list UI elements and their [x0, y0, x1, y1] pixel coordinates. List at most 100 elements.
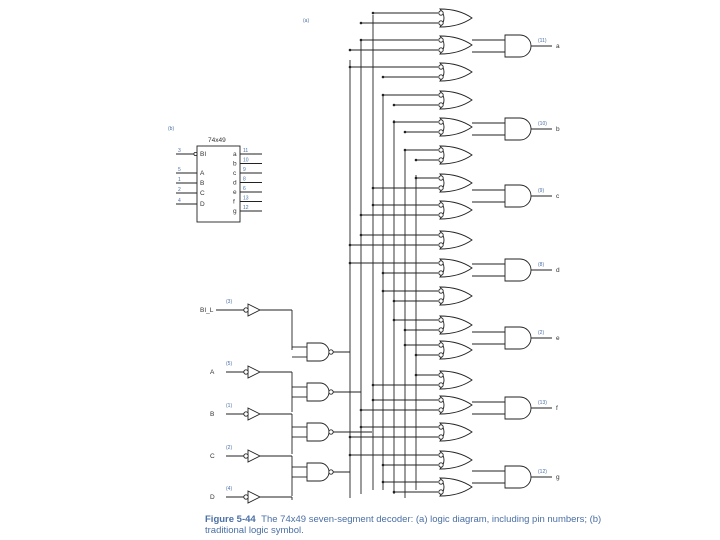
symbol-input-pin-name: BI — [200, 151, 206, 158]
junction-dot — [403, 148, 407, 152]
or-gate — [438, 117, 473, 137]
output-and-gate — [504, 34, 532, 58]
junction-dot — [348, 243, 352, 247]
inversion-bubble — [438, 92, 444, 98]
inversion-bubble — [438, 288, 444, 294]
symbol-input-pin-number: 4 — [178, 198, 181, 204]
inversion-bubble — [243, 411, 249, 417]
input-pin-number: (3) — [226, 299, 232, 305]
symbol-output-pin-number: 12 — [243, 205, 249, 211]
junction-dot — [414, 373, 418, 377]
inversion-bubble — [438, 242, 444, 248]
or-gate — [438, 315, 473, 335]
inversion-bubble — [438, 10, 444, 16]
part-a-label: (a) — [303, 18, 309, 24]
or-gate — [438, 370, 473, 390]
inversion-bubble — [438, 462, 444, 468]
input-label: BI_L — [200, 307, 214, 314]
or-gate — [438, 145, 473, 165]
junction-dot — [371, 203, 375, 207]
junction-dot — [381, 93, 385, 97]
output-pin-number: (8) — [538, 262, 544, 268]
symbol-output-pin-number: 8 — [243, 177, 246, 183]
or-gate — [438, 477, 473, 497]
inversion-bubble — [438, 452, 444, 458]
junction-dot — [403, 130, 407, 134]
symbol-output-pin-name: g — [233, 208, 237, 215]
junction-dot — [403, 343, 407, 347]
output-and-gate — [504, 258, 532, 282]
inversion-bubble — [438, 129, 444, 135]
symbol-input-pin-number: 2 — [178, 187, 181, 193]
input-inverter — [247, 449, 262, 463]
symbol-input-pin-name: A — [200, 170, 205, 177]
output-label: a — [556, 43, 560, 50]
inversion-bubble — [243, 494, 249, 500]
inversion-bubble — [243, 307, 249, 313]
inversion-bubble — [438, 147, 444, 153]
input-inverter — [247, 407, 262, 421]
output-pin-number: (9) — [538, 188, 544, 194]
and-gate — [306, 462, 330, 482]
junction-dot — [348, 435, 352, 439]
inversion-bubble — [438, 232, 444, 238]
symbol-output-pin-number: 11 — [243, 148, 248, 154]
inversion-bubble — [438, 47, 444, 53]
or-gate — [438, 90, 473, 110]
inversion-bubble — [438, 317, 444, 323]
inversion-bubble — [438, 424, 444, 430]
junction-dot — [381, 463, 385, 467]
junction-dot — [392, 103, 396, 107]
inversion-bubble — [328, 389, 334, 395]
junction-dot — [348, 261, 352, 265]
inversion-bubble — [438, 74, 444, 80]
symbol-output-pin-number: 13 — [243, 196, 249, 202]
or-gate — [438, 62, 473, 82]
symbol-output-pin-number: 10 — [243, 158, 249, 164]
inversion-bubble — [193, 151, 198, 156]
output-label: g — [556, 474, 560, 481]
inversion-bubble — [438, 327, 444, 333]
output-label: e — [556, 335, 560, 342]
junction-dot — [371, 186, 375, 190]
input-pin-number: (1) — [226, 403, 232, 409]
input-label: A — [210, 369, 215, 376]
part-b-label: (b) — [168, 126, 174, 132]
junction-dot — [359, 21, 363, 25]
junction-dot — [359, 38, 363, 42]
junction-dot — [414, 176, 418, 180]
junction-dot — [392, 120, 396, 124]
inversion-bubble — [438, 157, 444, 163]
symbol-output-pin-number: 6 — [243, 186, 246, 192]
output-and-gate — [504, 326, 532, 350]
symbol-input-pin-name: D — [200, 201, 205, 208]
junction-dot — [371, 398, 375, 402]
junction-dot — [371, 11, 375, 15]
symbol-output-pin-number: 9 — [243, 167, 246, 173]
inversion-bubble — [438, 175, 444, 181]
inversion-bubble — [438, 119, 444, 125]
output-and-gate — [504, 184, 532, 208]
junction-dot — [371, 383, 375, 387]
or-gate — [438, 200, 473, 220]
figure-caption: Figure 5-44 The 74x49 seven-segment deco… — [205, 514, 625, 536]
output-label: b — [556, 126, 560, 133]
input-inverter — [247, 490, 262, 504]
inversion-bubble — [438, 407, 444, 413]
inversion-bubble — [438, 270, 444, 276]
and-gate — [306, 342, 330, 362]
or-gate — [438, 422, 473, 442]
junction-dot — [414, 353, 418, 357]
junction-dot — [414, 158, 418, 162]
output-pin-number: (13) — [538, 400, 547, 406]
output-pin-number: (11) — [538, 38, 547, 44]
inversion-bubble — [438, 434, 444, 440]
input-label: D — [210, 494, 215, 501]
or-gate — [438, 450, 473, 470]
and-gate — [306, 382, 330, 402]
symbol-output-pin-name: b — [233, 161, 237, 168]
inversion-bubble — [438, 260, 444, 266]
output-label: d — [556, 267, 560, 274]
figure-number: Figure 5-44 — [205, 514, 256, 525]
